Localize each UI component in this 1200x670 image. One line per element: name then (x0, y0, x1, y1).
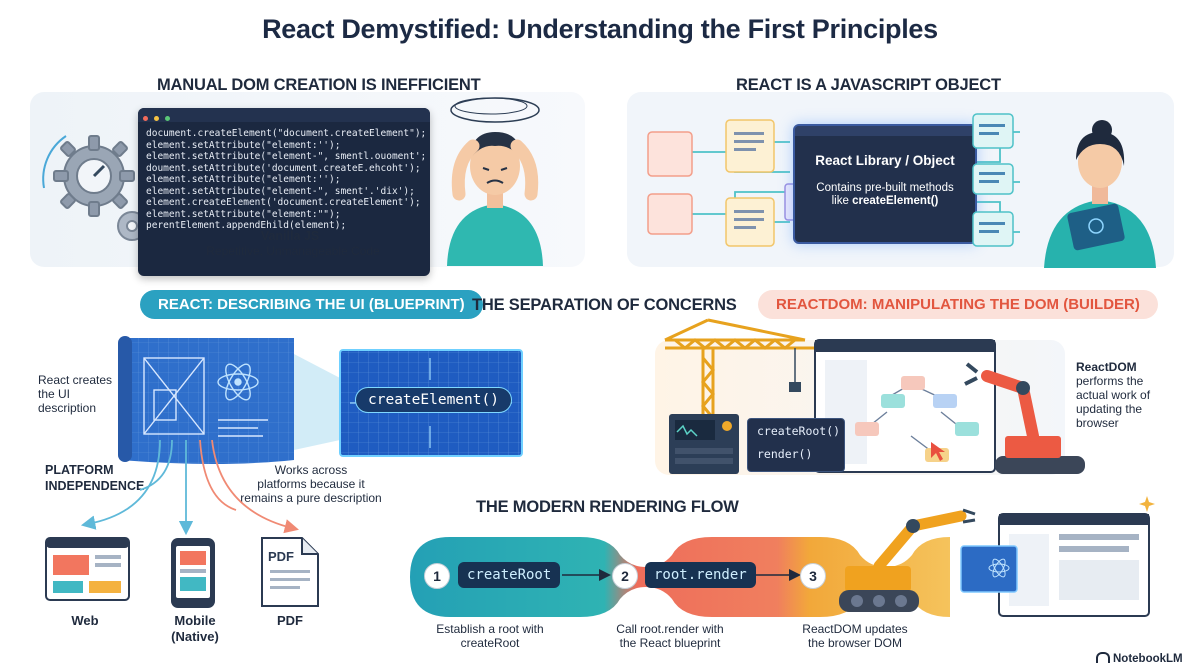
vanilla-caption-title: Vanilla JS (260, 229, 320, 243)
react-library-title: React Library / Object (815, 153, 955, 168)
platform-target-label-line: (Native) (171, 629, 219, 644)
platform-target-label: Mobile(Native) (160, 613, 230, 645)
builder-side-text: ReactDOM performs the actual work of upd… (1076, 360, 1150, 430)
pdf-document-icon (261, 537, 319, 607)
pdf-doc-label: PDF (268, 549, 294, 564)
code-line: doument.setAttribute('document.createE.e… (146, 162, 421, 174)
manual-dom-heading: MANUAL DOM CREATION IS INEFFICIENT (157, 76, 481, 94)
sparkle-icon (1139, 496, 1155, 512)
code-line: perentElement.appendEhild(element); (146, 220, 347, 231)
mobile-phone-icon (171, 538, 215, 608)
gear-icon (53, 135, 135, 217)
flow-step-number: 1 (424, 563, 450, 589)
notebooklm-logo-icon (1096, 652, 1110, 663)
builder-method: render() (757, 447, 813, 461)
code-line: element.setAttribute("element-", sment'.… (146, 185, 415, 197)
flow-step-caption-line: the browser DOM (807, 636, 903, 650)
flow-step-caption-line: the React blueprint (619, 636, 721, 650)
code-line: element.setAttribute("element:""); (146, 208, 341, 220)
builder-side-line: performs the (1076, 374, 1144, 388)
cursor-icon (931, 442, 945, 461)
blueprint-side-line: the UI (38, 387, 71, 401)
stressed-developer-illustration (447, 97, 543, 266)
builder-side-line: browser (1076, 416, 1119, 430)
platform-note-line: Works across (274, 463, 348, 477)
web-browser-icon (45, 537, 130, 601)
code-line: element.setAttribute("element:''); (146, 139, 341, 151)
tablet-icon (1067, 203, 1125, 251)
component-card (972, 113, 1014, 247)
component-card (647, 131, 693, 235)
react-object-heading: REACT IS A JAVASCRIPT OBJECT (736, 76, 1001, 94)
blueprint-side-text: React creates the UI description (38, 373, 118, 415)
code-block: document.createElement("document.createE… (138, 122, 430, 232)
react-library-desc: Contains pre-built methods (816, 182, 954, 194)
platform-target-label-line: PDF (277, 613, 303, 628)
vanilla-code-window: document.createElement("document.createE… (138, 108, 430, 276)
code-line: element.createElement('document.createEl… (146, 197, 421, 208)
platform-target-label: Web (50, 613, 120, 629)
code-line: element.setAttribute("element:''); (146, 174, 341, 185)
platform-arrows (80, 440, 299, 536)
platform-target-label-line: Web (71, 613, 99, 628)
flow-step-label: createRoot (458, 562, 561, 588)
separation-heading: THE SEPARATION OF CONCERNS (472, 296, 737, 314)
code-line: element.setAttribute("element-", smentl.… (146, 151, 427, 162)
react-library-method: createElement() (852, 195, 939, 207)
platform-note-line: remains a pure description (240, 491, 382, 505)
flow-step-caption-line: Establish a root with (436, 622, 544, 636)
code-line: document.createElement("document.createE… (146, 128, 427, 139)
builder-side-line: updating the (1076, 402, 1143, 416)
tablet-user-illustration (1044, 120, 1156, 268)
react-library-desc-like: like (831, 195, 853, 207)
platform-note-line: platforms because it (257, 477, 365, 491)
builder-side-title: ReactDOM (1076, 360, 1137, 374)
vanilla-caption-text: Repetitive, Unmanageable Code (206, 244, 380, 258)
flow-step-label: root.render (645, 562, 756, 588)
blueprint-create-element: createElement() (355, 387, 512, 413)
platform-heading: PLATFORM INDEPENDENCE (45, 462, 144, 494)
platform-heading-line: PLATFORM (45, 463, 114, 477)
flow-step-number: 2 (612, 563, 638, 589)
blueprint-pill: REACT: DESCRIBING THE UI (BLUEPRINT) (140, 290, 483, 319)
builder-method-box (747, 418, 845, 472)
platform-heading-line: INDEPENDENCE (45, 479, 145, 493)
flow-heading: THE MODERN RENDERING FLOW (476, 498, 739, 516)
flow-builder-illustration (839, 496, 1155, 617)
react-library-card: React Library / Object Contains pre-buil… (793, 124, 977, 244)
blueprint-side-line: React creates (38, 373, 113, 387)
robot-arm-icon (839, 508, 976, 612)
flow-step-caption-line: Call root.render with (616, 622, 724, 636)
robot-arm-icon (964, 362, 1085, 474)
watermark-text: NotebookLM (1113, 653, 1183, 665)
platform-note: Works across platforms because it remain… (236, 463, 386, 505)
platform-target-label: PDF (255, 613, 325, 629)
blueprint-side-line: description (38, 401, 97, 415)
page-title: React Demystified: Understanding the Fir… (262, 14, 938, 44)
react-logo-icon (217, 363, 259, 401)
builder-pill: REACTDOM: MANIPULATING THE DOM (BUILDER) (758, 290, 1158, 319)
builder-method: createRoot() (757, 424, 841, 438)
builder-illustration (664, 318, 1085, 474)
flow-step-caption-line: ReactDOM updates (802, 622, 908, 636)
platform-target-label-line: Mobile (174, 613, 216, 628)
watermark: NotebookLM (1096, 652, 1183, 665)
builder-side-line: actual work of (1076, 388, 1151, 402)
right-component-stack (972, 113, 1014, 247)
flow-step-caption-line: createRoot (460, 636, 520, 650)
flow-step-number: 3 (800, 563, 826, 589)
